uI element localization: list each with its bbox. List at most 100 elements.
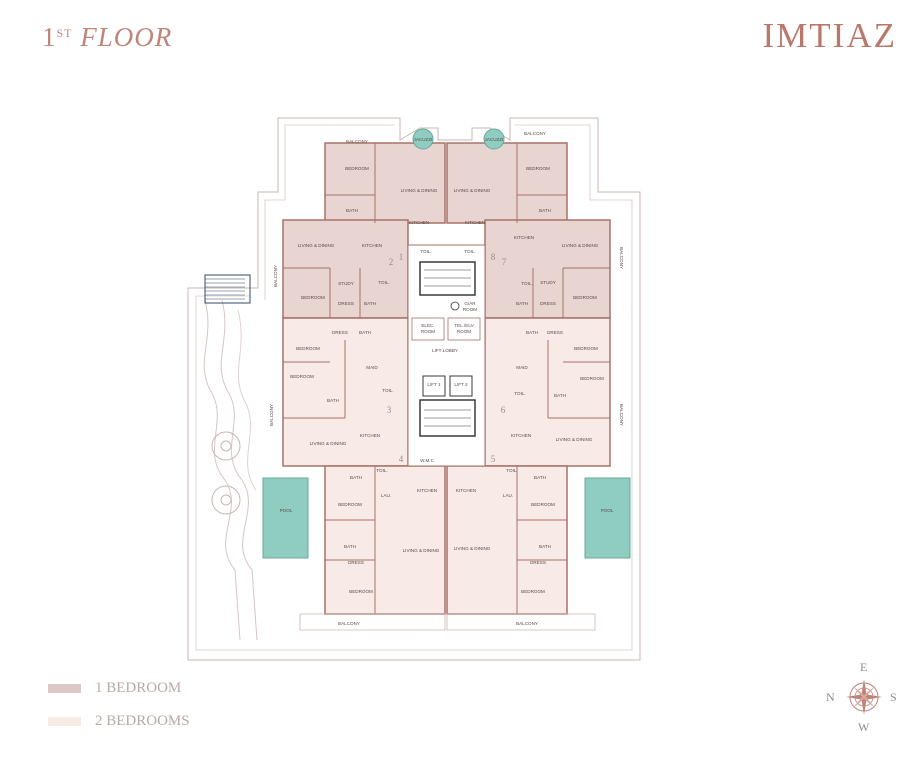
unit-number-3: 3 (387, 405, 392, 415)
label-toil-se: TOIL. (506, 468, 517, 473)
label-bedroom-sw2: BEDROOM (349, 589, 373, 594)
compass-east: E (860, 660, 868, 674)
label-toil-core-w: TOIL. (420, 249, 431, 254)
label-study-w: STUDY (338, 281, 354, 286)
site-inner-boundary (195, 124, 633, 651)
unit-number-2: 2 (389, 257, 394, 267)
label-dress-e1: DRESS (540, 301, 556, 306)
label-elec-room-1: ELEC. (421, 323, 434, 328)
label-dress-w1: DRESS (338, 301, 354, 306)
label-dress-w2: DRESS (332, 330, 348, 335)
label-kitchen-se: KITCHEN (456, 488, 476, 493)
external-stair (204, 274, 251, 304)
label-gar-room-2: ROOM (463, 307, 477, 312)
room-labels: BEDROOM LIVING & DINING BATH KITCHEN BED… (290, 166, 604, 594)
label-jacuzzi-w: JACUZZI (414, 137, 433, 142)
label-balcony-sw: BALCONY (338, 621, 360, 626)
label-bath-se1: BATH (534, 475, 546, 480)
label-toil-w2: TOIL. (382, 388, 393, 393)
label-balcony-w1: BALCONY (273, 265, 278, 287)
label-lift-lobby: LIFT LOBBY (432, 348, 458, 353)
landscape-path (203, 299, 241, 641)
label-bath-e1: BATH (516, 301, 528, 306)
label-kitchen-w2: KITCHEN (360, 433, 380, 438)
compass-rose-icon (846, 679, 882, 715)
label-kitchen-e1: KITCHEN (514, 235, 534, 240)
legend-item-2-bedrooms: 2 BEDROOMS (48, 713, 190, 730)
label-bedroom-w2b: BEDROOM (290, 374, 314, 379)
label-kitchen-nw: KITCHEN (409, 220, 429, 225)
label-living-nw: LIVING & DINING (401, 188, 438, 193)
legend-label-2-bedrooms: 2 BEDROOMS (95, 713, 190, 729)
label-lau-sw: LAU. (381, 493, 391, 498)
label-kitchen-ne: KITCHEN (465, 220, 485, 225)
label-gar-room-1: G/AR (464, 301, 476, 306)
floor-word: FLOOR (80, 22, 173, 52)
label-lift-1: LIFT 1 (427, 382, 441, 387)
label-bath-w1: BATH (364, 301, 376, 306)
floor-suffix: ST (56, 26, 73, 40)
label-bedroom-e1: BEDROOM (573, 295, 597, 300)
jacuzzi-east (483, 128, 505, 150)
label-bedroom-w1: BEDROOM (301, 295, 325, 300)
label-jacuzzi-e: JACUZZI (485, 137, 504, 142)
label-bath-w2b: BATH (327, 398, 339, 403)
label-bath-e2b: BATH (554, 393, 566, 398)
central-core (407, 244, 486, 467)
label-kitchen-sw: KITCHEN (417, 488, 437, 493)
label-tel-room-1: TEL./ELV (454, 323, 474, 328)
label-living-w2: LIVING & DINING (310, 441, 347, 446)
label-bath-e2a: BATH (526, 330, 538, 335)
landscape-path (220, 299, 258, 641)
unit-numbers: 1 2 3 4 5 6 7 8 (387, 252, 507, 464)
compass-south: S (890, 690, 897, 704)
label-living-e2: LIVING & DINING (556, 437, 593, 442)
label-bath-sw1: BATH (350, 475, 362, 480)
unit-number-1: 1 (399, 252, 404, 262)
legend-swatch-2-bedrooms (48, 717, 81, 726)
label-tel-room-2: ROOM (457, 329, 471, 334)
label-balcony-nw: BALCONY (346, 139, 368, 144)
label-dress-sw: DRESS (348, 560, 364, 565)
outdoor-labels: BALCONY BALCONY BALCONY BALCONY BALCONY … (269, 131, 624, 626)
label-toil-core-e: TOIL. (464, 249, 475, 254)
label-lau-se: LAU. (503, 493, 513, 498)
interior-walls (283, 143, 610, 614)
label-bedroom-ne: BEDROOM (526, 166, 550, 171)
label-maid-e: MAID (516, 365, 528, 370)
label-bath-ne: BATH (539, 208, 551, 213)
label-living-ne: LIVING & DINING (454, 188, 491, 193)
label-bedroom-e2a: BEDROOM (574, 346, 598, 351)
compass-north: N (826, 690, 835, 704)
label-balcony-ne: BALCONY (524, 131, 546, 136)
label-wmc: W.M.C (420, 458, 434, 463)
brand-logo: IMTIAZ (762, 16, 897, 55)
label-balcony-w2: BALCONY (269, 404, 274, 426)
unit-number-5: 5 (491, 454, 496, 464)
label-pool-w: POOL (280, 508, 293, 513)
landscape-path (237, 309, 257, 491)
label-toil-sw: TOIL. (376, 468, 387, 473)
label-bath-sw2: BATH (344, 544, 356, 549)
south-balconies (299, 613, 596, 631)
core-labels: LIFT 1 LIFT 2 LIFT LOBBY ELEC. ROOM TEL.… (420, 301, 477, 463)
label-toil-e2: TOIL. (514, 391, 525, 396)
floor-ordinal: 1 (42, 22, 57, 52)
label-balcony-e2: BALCONY (619, 404, 624, 426)
label-toil-e1: TOIL. (521, 281, 532, 286)
label-bedroom-se1: BEDROOM (531, 502, 555, 507)
label-living-se: LIVING & DINING (454, 546, 491, 551)
label-bedroom-e2b: BEDROOM (580, 376, 604, 381)
garden-feature (211, 431, 241, 515)
legend-item-1-bedroom: 1 BEDROOM (48, 680, 181, 697)
legend-label-1-bedroom: 1 BEDROOM (95, 680, 182, 696)
label-living-w1: LIVING & DINING (298, 243, 335, 248)
unit-number-4: 4 (399, 454, 404, 464)
jacuzzi-west (412, 128, 434, 150)
label-balcony-e1: BALCONY (619, 247, 624, 269)
label-bath-se2: BATH (539, 544, 551, 549)
label-bath-nw: BATH (346, 208, 358, 213)
site-boundary (187, 117, 641, 661)
unit-1-bedroom-nw (282, 142, 446, 319)
